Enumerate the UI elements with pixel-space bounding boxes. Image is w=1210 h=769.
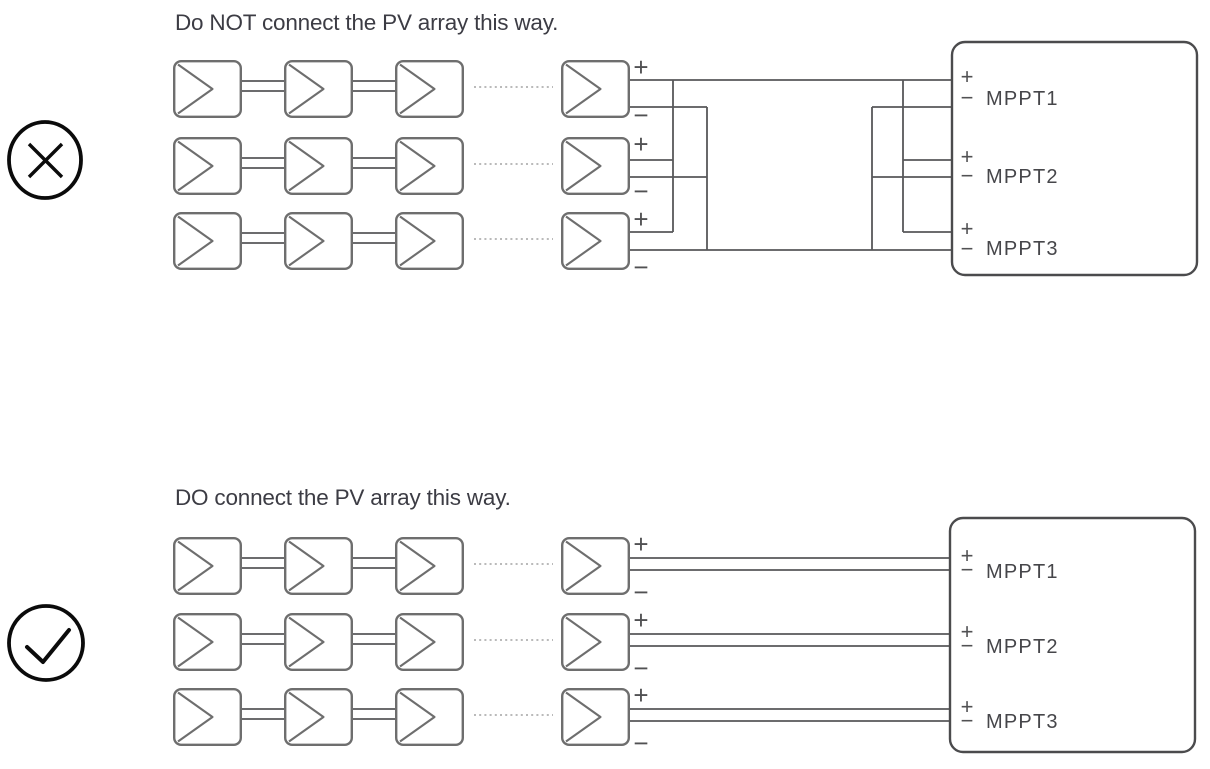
mppt1-label: MPPT1	[986, 88, 1059, 110]
pv-module	[172, 211, 242, 270]
minus-distribution-bus	[871, 106, 952, 250]
plus-terminal: +	[633, 204, 648, 234]
mppt-minus-terminal: −	[961, 708, 974, 733]
pv-module	[172, 688, 242, 746]
mppt2-label: MPPT2	[986, 166, 1059, 188]
mppt-plus-terminal: +	[961, 543, 974, 568]
pv-module	[172, 60, 242, 119]
mppt-plus-terminal: +	[961, 694, 974, 719]
plus-terminal: +	[633, 680, 648, 710]
pv-module-grid-top	[172, 60, 630, 270]
mppt3-label: MPPT3	[986, 238, 1059, 260]
plus-terminal: +	[633, 529, 648, 559]
minus-terminal: −	[633, 728, 648, 758]
mppt-plus-terminal: +	[961, 216, 974, 241]
pv-module	[561, 537, 630, 595]
top-string-terminals: + − + − + −	[633, 52, 648, 282]
bottom-string-terminals: + − + − + −	[633, 529, 648, 758]
mppt-plus-terminal: +	[961, 144, 974, 169]
mppt-minus-terminal: −	[961, 557, 974, 582]
plus-terminal: +	[633, 52, 648, 82]
minus-terminal: −	[633, 653, 648, 683]
string-output-wires	[630, 79, 952, 251]
pv-module	[284, 60, 353, 119]
series-connectors-top	[242, 80, 395, 244]
pv-module	[284, 211, 353, 270]
bottom-string-wires	[630, 557, 950, 722]
pv-module	[172, 537, 242, 595]
bottom-mppt-ports: + − MPPT1 + − MPPT2 + − MPPT3	[961, 543, 1059, 733]
minus-terminal: −	[633, 252, 648, 282]
inverter-box-bottom	[948, 516, 1197, 754]
mppt2-label: MPPT2	[986, 636, 1059, 658]
correct-title: DO connect the PV array this way.	[175, 485, 511, 510]
minus-terminal: −	[633, 100, 648, 130]
pv-module	[395, 60, 464, 119]
mppt3-label: MPPT3	[986, 711, 1059, 733]
pv-module	[395, 136, 464, 196]
plus-terminal: +	[633, 605, 648, 635]
string-continuation-dots-bottom	[474, 563, 553, 716]
pv-module	[284, 688, 353, 746]
inverter-box-top	[950, 40, 1199, 277]
pv-module	[561, 613, 630, 671]
pv-module	[561, 211, 630, 270]
pv-module	[172, 613, 242, 671]
top-diagram: Do NOT connect the PV array this way.	[7, 10, 1199, 282]
check-circle-icon	[7, 604, 85, 682]
mppt-plus-terminal: +	[961, 64, 974, 89]
minus-terminal: −	[633, 176, 648, 206]
pv-module	[284, 613, 353, 671]
warning-title: Do NOT connect the PV array this way.	[175, 10, 558, 35]
pv-module	[172, 136, 242, 196]
mppt-minus-terminal: −	[961, 163, 974, 188]
pv-module	[284, 537, 353, 595]
pv-module	[284, 136, 353, 196]
pv-module	[561, 60, 630, 119]
minus-terminal: −	[633, 577, 648, 607]
series-connectors-bottom	[242, 557, 395, 720]
pv-module	[395, 537, 464, 595]
pv-module	[395, 211, 464, 270]
mppt-minus-terminal: −	[961, 236, 974, 261]
top-mppt-ports: + − MPPT1 + − MPPT2 + − MPPT3	[961, 64, 1059, 261]
string-continuation-dots-top	[474, 86, 553, 240]
cross-circle-icon	[7, 120, 83, 200]
pv-module	[395, 688, 464, 746]
pv-module	[561, 688, 630, 746]
pv-module	[395, 613, 464, 671]
pv-module	[561, 136, 630, 196]
plus-terminal: +	[633, 129, 648, 159]
bottom-diagram: DO connect the PV array this way. + − +	[7, 485, 1197, 758]
mppt-minus-terminal: −	[961, 85, 974, 110]
mppt-plus-terminal: +	[961, 619, 974, 644]
plus-distribution-bus	[902, 80, 952, 233]
mppt1-label: MPPT1	[986, 561, 1059, 583]
mppt-minus-terminal: −	[961, 633, 974, 658]
top-string-wires	[630, 79, 952, 251]
pv-module-grid-bottom	[172, 537, 630, 746]
